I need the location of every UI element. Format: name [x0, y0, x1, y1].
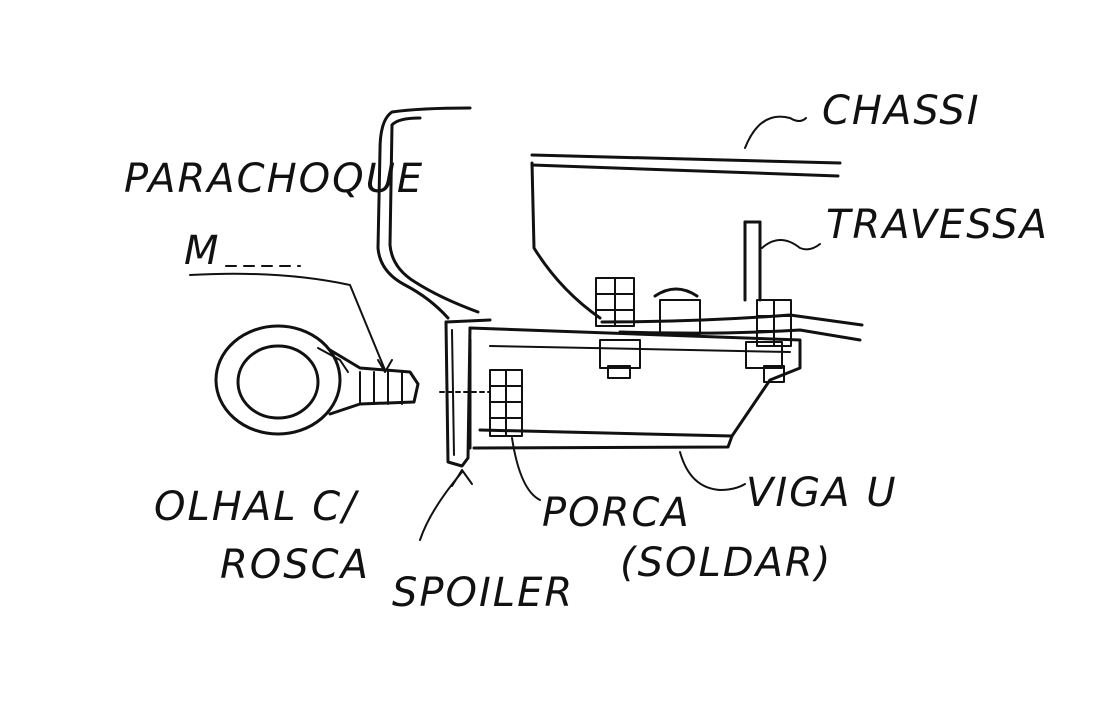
- beam-bolts: [599, 339, 785, 383]
- chassis-frame: [530, 153, 842, 320]
- label-chassi: CHASSI: [822, 88, 981, 134]
- u-beam: [468, 326, 802, 450]
- label-spoiler: SPOILER: [392, 570, 574, 616]
- crossmember: [600, 220, 864, 342]
- label-olhal: OLHAL C/: [154, 484, 360, 530]
- label-travessa: TRAVESSA: [826, 202, 1049, 248]
- label-parachoque: PARACHOQUE: [124, 156, 424, 202]
- top-bolts: [595, 277, 792, 347]
- label-rosca: ROSCA: [220, 542, 370, 588]
- tow-eye: [214, 324, 420, 436]
- welded-nut: [439, 369, 523, 437]
- bumper-profile: [376, 106, 480, 320]
- label-porca: PORCA: [542, 490, 691, 536]
- label-soldar: (SOLDAR): [620, 540, 832, 586]
- label-viga: VIGA U: [746, 470, 898, 516]
- leader-lines: [189, 115, 821, 541]
- label-m: M: [184, 228, 221, 274]
